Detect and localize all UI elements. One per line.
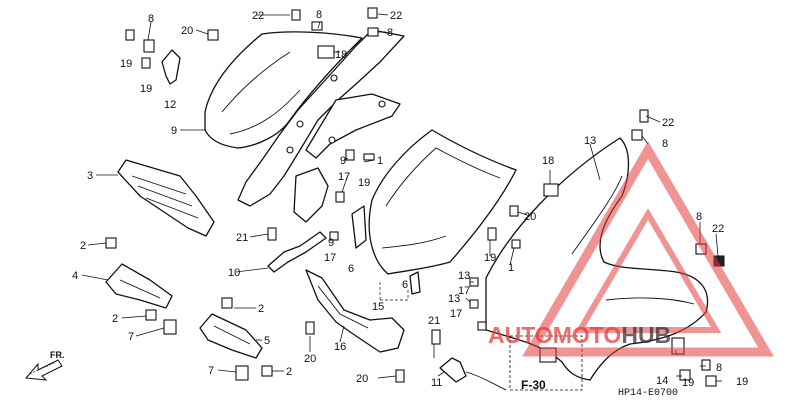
label-8: 8 (387, 27, 393, 39)
label-21: 21 (236, 232, 248, 244)
watermark: AUTOMOTOHUB (488, 141, 774, 357)
label-19: 19 (120, 58, 132, 70)
label-8: 8 (316, 9, 322, 21)
label-5: 5 (264, 335, 270, 347)
watermark-text-auto: AUTO (488, 322, 553, 348)
label-17: 17 (324, 252, 336, 264)
label-20: 20 (304, 353, 316, 365)
label-8: 8 (716, 362, 722, 374)
bracket-12 (161, 49, 181, 85)
label-3: 3 (87, 170, 93, 182)
label-6: 6 (402, 279, 408, 291)
wire-11 (439, 357, 507, 391)
stay-5 (199, 313, 263, 359)
label-7: 7 (128, 331, 134, 343)
label-22: 22 (662, 117, 674, 129)
label-9: 9 (171, 125, 177, 137)
diagram-code: HP14-E0700 (618, 388, 678, 399)
stay-4 (105, 263, 173, 309)
label-1: 1 (508, 262, 514, 274)
watermark-text-moto: MOTO (553, 322, 622, 348)
label-6: 6 (348, 263, 354, 275)
label-14: 13 (458, 270, 470, 282)
label-17: 17 (338, 171, 350, 183)
lower-inner-cover (305, 269, 405, 353)
label-17: 17 (450, 308, 462, 320)
windscreen (204, 31, 363, 149)
label-8: 8 (696, 211, 702, 223)
label-2: 2 (112, 313, 118, 325)
label-4: 4 (72, 270, 78, 282)
svg-text:AUTOMOTOHUB: AUTOMOTOHUB (488, 322, 671, 348)
label-12: 12 (164, 99, 176, 111)
label-1: 1 (377, 155, 383, 167)
front-direction-arrow: FR. (24, 350, 65, 381)
label-19: 19 (358, 177, 370, 189)
label-22: 22 (712, 223, 724, 235)
side-cowl (485, 137, 709, 381)
label-2: 2 (258, 303, 264, 315)
watermark-text-hub: HUB (621, 322, 671, 348)
label-14: 13 (584, 135, 596, 147)
label-2: 2 (80, 240, 86, 252)
watermark-triangle (522, 141, 774, 357)
label-17: 17 (458, 285, 470, 297)
label-9: 9 (340, 155, 346, 167)
reference-f30: F-30 (509, 335, 583, 392)
label-15: 15 (372, 301, 384, 313)
label-19: 19 (484, 252, 496, 264)
label-19: 19 (682, 377, 694, 389)
label-9: 9 (328, 237, 334, 249)
label-19: 19 (736, 376, 748, 388)
label-21: 21 (428, 315, 440, 327)
label-8: 8 (148, 13, 154, 25)
middle-cowl (368, 129, 517, 275)
label-22: 22 (252, 10, 264, 22)
label-20: 20 (356, 373, 368, 385)
watermark-triangle-inner (574, 208, 722, 333)
label-7: 7 (208, 365, 214, 377)
inner-panel (117, 159, 215, 237)
cowl-brackets (351, 205, 421, 295)
label-18: 18 (542, 155, 554, 167)
cowl-stay-frame (237, 29, 405, 223)
stay-10 (267, 231, 327, 273)
part-labels: 8 19 19 12 20 22 8 22 8 18 9 3 9 1 17 19… (72, 9, 748, 389)
leader-lines (81, 13, 722, 382)
label-14: 13 (448, 293, 460, 305)
label-16: 16 (334, 341, 346, 353)
label-20: 20 (524, 211, 536, 223)
label-8: 8 (662, 138, 668, 150)
label-11: 11 (431, 377, 442, 389)
reference-label: F-30 (521, 378, 546, 392)
label-18: 18 (335, 49, 347, 61)
label-10: 10 (228, 267, 240, 279)
label-13: 14 (656, 375, 668, 387)
label-20: 20 (181, 25, 193, 37)
label-2: 2 (286, 366, 292, 378)
label-22: 22 (390, 10, 402, 22)
direction-label: FR. (50, 350, 65, 360)
label-19: 19 (140, 83, 152, 95)
